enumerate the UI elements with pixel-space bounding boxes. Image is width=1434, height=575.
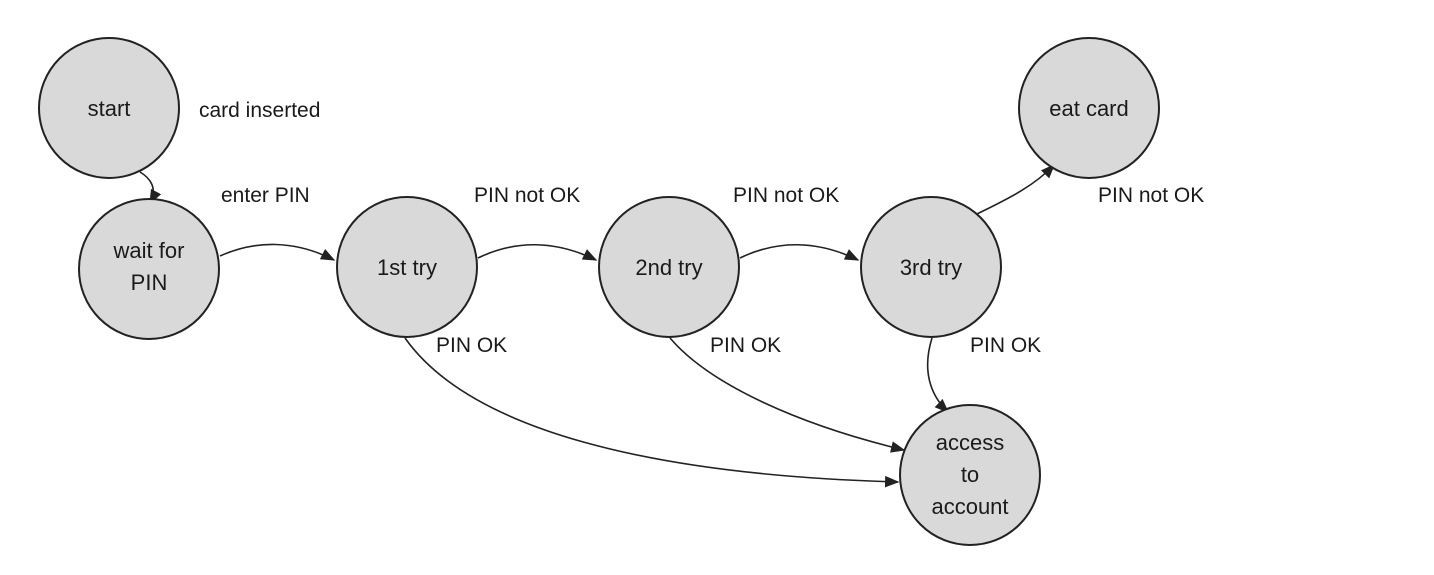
node-eat-card-label: eat card — [1049, 96, 1129, 121]
label-card-inserted: card inserted — [199, 99, 320, 122]
edge-wait-to-1st-try — [219, 243, 336, 261]
node-access-label-line1: access — [936, 430, 1004, 455]
node-start-label: start — [88, 96, 131, 121]
edge-2nd-try-to-access — [669, 337, 906, 453]
node-3rd-try: 3rd try — [860, 196, 1002, 338]
node-eat-card: eat card — [1018, 37, 1160, 179]
node-wait-for-pin-label-line1: wait for — [113, 238, 185, 263]
edge-1st-try-to-access — [404, 337, 900, 488]
edge-3rd-try-to-access — [926, 337, 950, 413]
node-access-label-line2: to — [961, 462, 979, 487]
node-access-to-account: access to account — [899, 404, 1041, 546]
edge-labels: card inserted enter PIN PIN not OK PIN n… — [199, 99, 1204, 357]
node-2nd-try: 2nd try — [598, 196, 740, 338]
edges — [139, 163, 1055, 488]
node-start: start — [38, 37, 180, 179]
label-pin-not-ok-3: PIN not OK — [1098, 184, 1204, 207]
label-pin-not-ok-1: PIN not OK — [474, 184, 580, 207]
label-pin-ok-1: PIN OK — [436, 334, 507, 357]
label-pin-not-ok-2: PIN not OK — [733, 184, 839, 207]
edge-1st-to-2nd-try — [477, 243, 598, 261]
node-wait-for-pin: wait for PIN — [78, 198, 220, 340]
node-2nd-try-label: 2nd try — [635, 255, 702, 280]
edge-3rd-try-to-eat-card — [974, 163, 1055, 216]
node-access-label-line3: account — [931, 494, 1008, 519]
edge-2nd-to-3rd-try — [739, 243, 860, 261]
node-1st-try-label: 1st try — [377, 255, 437, 280]
node-3rd-try-label: 3rd try — [900, 255, 962, 280]
label-enter-pin: enter PIN — [221, 184, 310, 207]
label-pin-ok-3: PIN OK — [970, 334, 1041, 357]
node-1st-try: 1st try — [336, 196, 478, 338]
node-wait-for-pin-label-line2: PIN — [131, 270, 168, 295]
label-pin-ok-2: PIN OK — [710, 334, 781, 357]
